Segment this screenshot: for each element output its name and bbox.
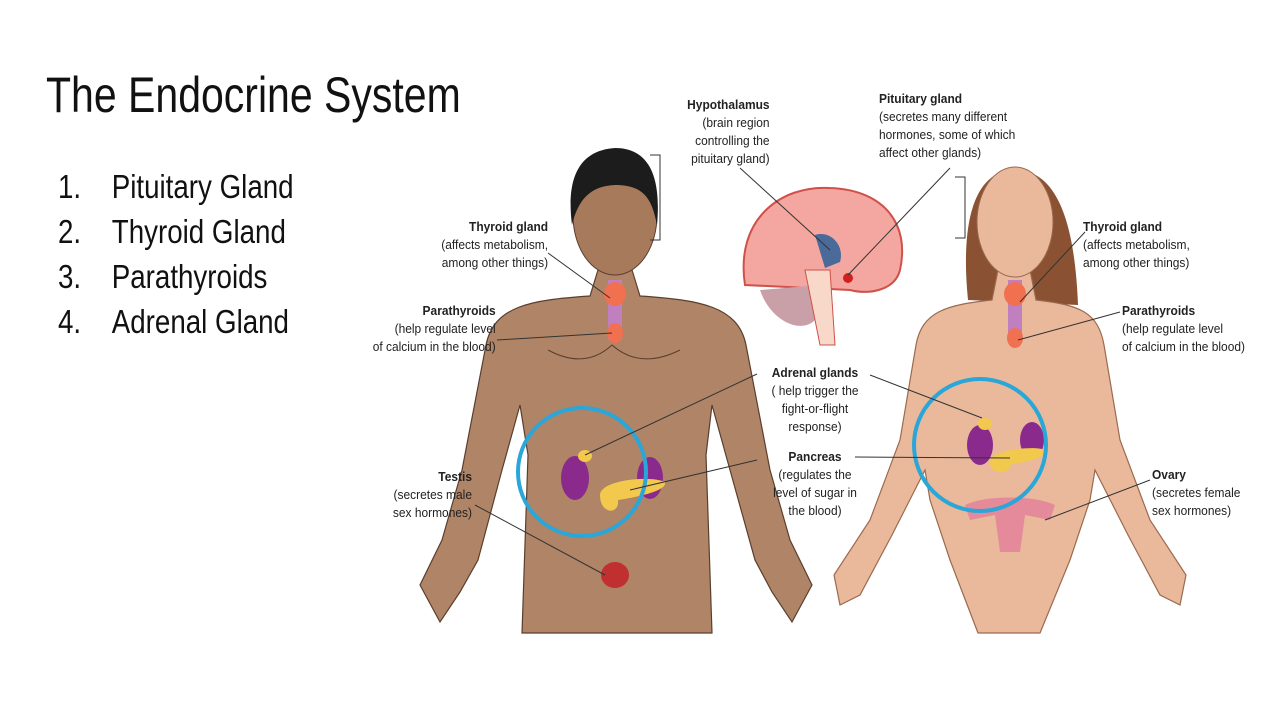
label-title: Parathyroids (422, 303, 496, 318)
label-title: Pancreas (788, 449, 842, 464)
label-thyroid-female: Thyroid gland (affects metabolism, among o… (1083, 218, 1190, 272)
label-ovary: Ovary (secretes female sex hormones) (1152, 466, 1240, 520)
bracket (650, 154, 661, 241)
leader-lines (474, 167, 1151, 576)
slide-title: The Endocrine System (46, 67, 461, 123)
list-number: 2. (58, 213, 82, 250)
pancreas-icon (990, 448, 1045, 473)
label-line: of calcium in the blood) (373, 339, 496, 354)
label-hypothalamus: Hypothalamus (brain region controlling the… (688, 96, 770, 168)
label-pancreas: Pancreas (regulates the level of sugar in t… (760, 448, 870, 520)
highlight-circle (912, 377, 1048, 513)
label-title: Hypothalamus (687, 97, 770, 112)
list-number: 1. (58, 168, 82, 205)
kidney-icon (561, 456, 589, 500)
label-parathyroids-female: Parathyroids (help regulate level of calci… (1122, 302, 1245, 356)
label-line: (regulates the (778, 467, 852, 482)
male-figure (419, 148, 813, 634)
label-line: hormones, some of which (879, 127, 1016, 142)
label-parathyroids-male: Parathyroids (help regulate level of calci… (373, 302, 496, 356)
list-item: 3. Parathyroids (58, 258, 294, 303)
female-head (976, 166, 1054, 278)
label-line: the blood) (788, 503, 842, 518)
label-title: Parathyroids (1122, 303, 1196, 318)
label-line: (secretes female (1152, 485, 1241, 500)
label-line: among other things) (1083, 255, 1190, 270)
adrenal-icon (978, 418, 992, 430)
male-glands (561, 280, 666, 588)
male-hair (570, 148, 658, 225)
label-title: Thyroid gland (1083, 219, 1163, 234)
label-title: Thyroid gland (468, 219, 548, 234)
list-text: Parathyroids (111, 258, 268, 295)
pituitary-icon (843, 273, 853, 283)
label-line: (help regulate level (394, 321, 496, 336)
label-line: of calcium in the blood) (1122, 339, 1245, 354)
label-line: sex hormones) (392, 505, 472, 520)
label-line: ( help trigger the (771, 383, 859, 398)
label-line: level of sugar in (773, 485, 857, 500)
bracket (955, 176, 966, 239)
label-line: controlling the (695, 133, 770, 148)
list-number: 4. (58, 303, 82, 340)
list-text: Adrenal Gland (111, 303, 289, 340)
label-title: Ovary (1152, 467, 1186, 482)
label-line: affect other glands) (879, 145, 982, 160)
kidney-icon (967, 425, 993, 465)
label-line: (affects metabolism, (1083, 237, 1190, 252)
label-line: (secretes many different (879, 109, 1008, 124)
list-item: 4. Adrenal Gland (58, 303, 294, 348)
list-text: Thyroid Gland (111, 213, 286, 250)
label-testis: Testis (secretes male sex hormones) (393, 468, 472, 522)
label-line: (secretes male (393, 487, 472, 502)
male-body (419, 269, 813, 634)
list-text: Pituitary Gland (111, 168, 294, 205)
label-title: Testis (438, 469, 472, 484)
label-title: Pituitary gland (879, 91, 963, 106)
pancreas-icon (600, 478, 666, 511)
list-item: 1. Pituitary Gland (58, 168, 294, 213)
brain-illustration (742, 186, 904, 346)
label-thyroid-male: Thyroid gland (affects metabolism, among o… (441, 218, 548, 272)
gland-list: 1. Pituitary Gland 2. Thyroid Gland 3. Para… (58, 168, 338, 348)
adrenal-icon (578, 450, 592, 462)
label-line: (affects metabolism, (441, 237, 548, 252)
label-pituitary: Pituitary gland (secretes many different h… (879, 90, 1015, 162)
list-item: 2. Thyroid Gland (58, 213, 294, 258)
label-adrenal: Adrenal glands ( help trigger the fight-or… (760, 364, 870, 436)
label-line: response) (788, 419, 842, 434)
label-line: pituitary gland) (691, 151, 770, 166)
label-line: among other things) (441, 255, 548, 270)
label-line: (help regulate level (1122, 321, 1224, 336)
list-number: 3. (58, 258, 82, 295)
label-title: Adrenal glands (771, 365, 859, 380)
label-line: (brain region (702, 115, 770, 130)
highlight-circle (516, 406, 648, 538)
label-line: fight-or-flight (781, 401, 849, 416)
label-line: sex hormones) (1152, 503, 1232, 518)
